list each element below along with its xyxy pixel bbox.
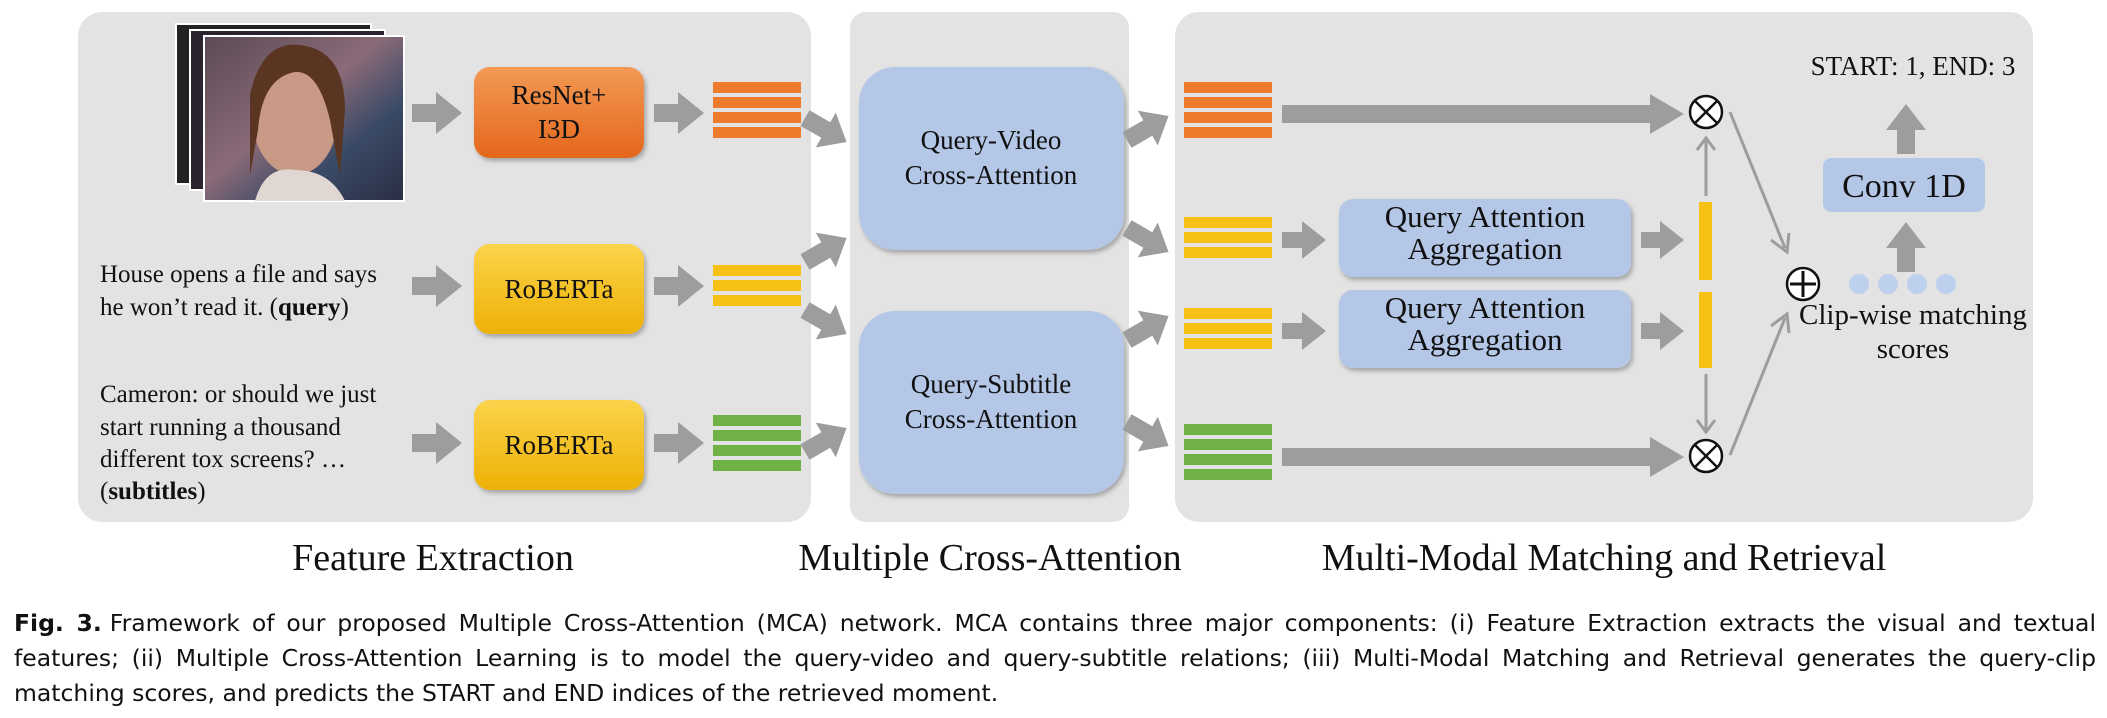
feature-extraction-title: Feature Extraction (292, 537, 574, 579)
framework-diagram: House opens a file and says he won’t rea… (78, 12, 2033, 579)
query-video-attention-box (859, 67, 1124, 250)
score-dots (1849, 274, 1956, 294)
query-video-label-line1: Query-Video (921, 125, 1062, 155)
video-query-features (1184, 217, 1272, 258)
attended-video-features (1184, 82, 1272, 138)
subtitle-weight-bar (1699, 292, 1712, 368)
query-text-line2: he won’t read it. (query) (100, 294, 349, 321)
aggregation-output-arrows (1641, 221, 1684, 350)
figure-label: Fig. 3. (14, 609, 102, 637)
conv1d-box (1823, 158, 1985, 212)
conv1d-label: Conv 1D (1842, 168, 1966, 205)
sum-arrows (1728, 111, 1791, 456)
query-video-label-line2: Cross-Attention (905, 160, 1078, 190)
video-frames (175, 23, 405, 202)
aggregation-top-line1: Query Attention (1385, 199, 1586, 234)
subtitle-feature-stack (713, 415, 801, 471)
video-feature-stack (713, 82, 801, 138)
aggregation-bottom-line2: Aggregation (1408, 322, 1563, 357)
query-subtitle-attention-box (859, 311, 1124, 494)
resnet-i3d-box (474, 67, 644, 158)
resnet-label-line1: ResNet+ (512, 80, 607, 110)
roberta-query-box (474, 244, 644, 334)
cross-attention-title: Multiple Cross-Attention (798, 537, 1181, 579)
upward-arrows (1886, 104, 1926, 272)
roberta-subtitle-label: RoBERTa (505, 430, 614, 460)
query-text-line1: House opens a file and says (100, 261, 377, 288)
query-subtitle-label-line2: Cross-Attention (905, 404, 1078, 434)
subtitle-text-line4: (subtitles) (100, 478, 206, 505)
query-tag: query (278, 294, 341, 321)
input-arrows (412, 92, 462, 464)
roberta-subtitle-box (474, 400, 644, 490)
aggregation-bottom-line1: Query Attention (1385, 290, 1586, 325)
aggregation-input-arrows (1282, 221, 1326, 350)
scores-label-line1: Clip-wise matching (1799, 299, 2027, 331)
cross-attention-output-arrows (1122, 110, 1169, 452)
video-weight-bar (1699, 202, 1712, 280)
matching-title: Multi-Modal Matching and Retrieval (1322, 537, 1887, 579)
weight-arrows (1695, 135, 1717, 435)
multiply-node-video (1688, 94, 1724, 130)
resnet-label-line2: I3D (538, 114, 580, 144)
encoder-output-arrows (654, 92, 704, 464)
query-feature-stack (713, 265, 801, 306)
add-node (1785, 266, 1821, 302)
figure-caption: Fig. 3.Framework of our proposed Multipl… (14, 606, 2096, 711)
roberta-query-label: RoBERTa (505, 274, 614, 304)
query-subtitle-label-line1: Query-Subtitle (911, 369, 1071, 399)
subtitle-tag: subtitles (108, 478, 197, 505)
result-text: START: 1, END: 3 (1811, 51, 2016, 81)
long-arrows (1282, 94, 1684, 477)
subtitle-text-line3: different tox screens? … (100, 446, 346, 473)
caption-text: Framework of our proposed Multiple Cross… (14, 609, 2096, 707)
subtitle-query-features (1184, 308, 1272, 349)
multiply-node-subtitle (1688, 438, 1724, 474)
query-attention-aggregation-bottom (1339, 290, 1631, 368)
subtitle-text-line1: Cameron: or should we just (100, 381, 376, 408)
subtitle-text-line2: start running a thousand (100, 414, 341, 441)
cross-attention-input-arrows (800, 110, 847, 460)
scores-label-line2: scores (1877, 333, 1949, 365)
aggregation-top-line2: Aggregation (1408, 231, 1563, 266)
attended-subtitle-features (1184, 424, 1272, 480)
query-attention-aggregation-top (1339, 199, 1631, 277)
